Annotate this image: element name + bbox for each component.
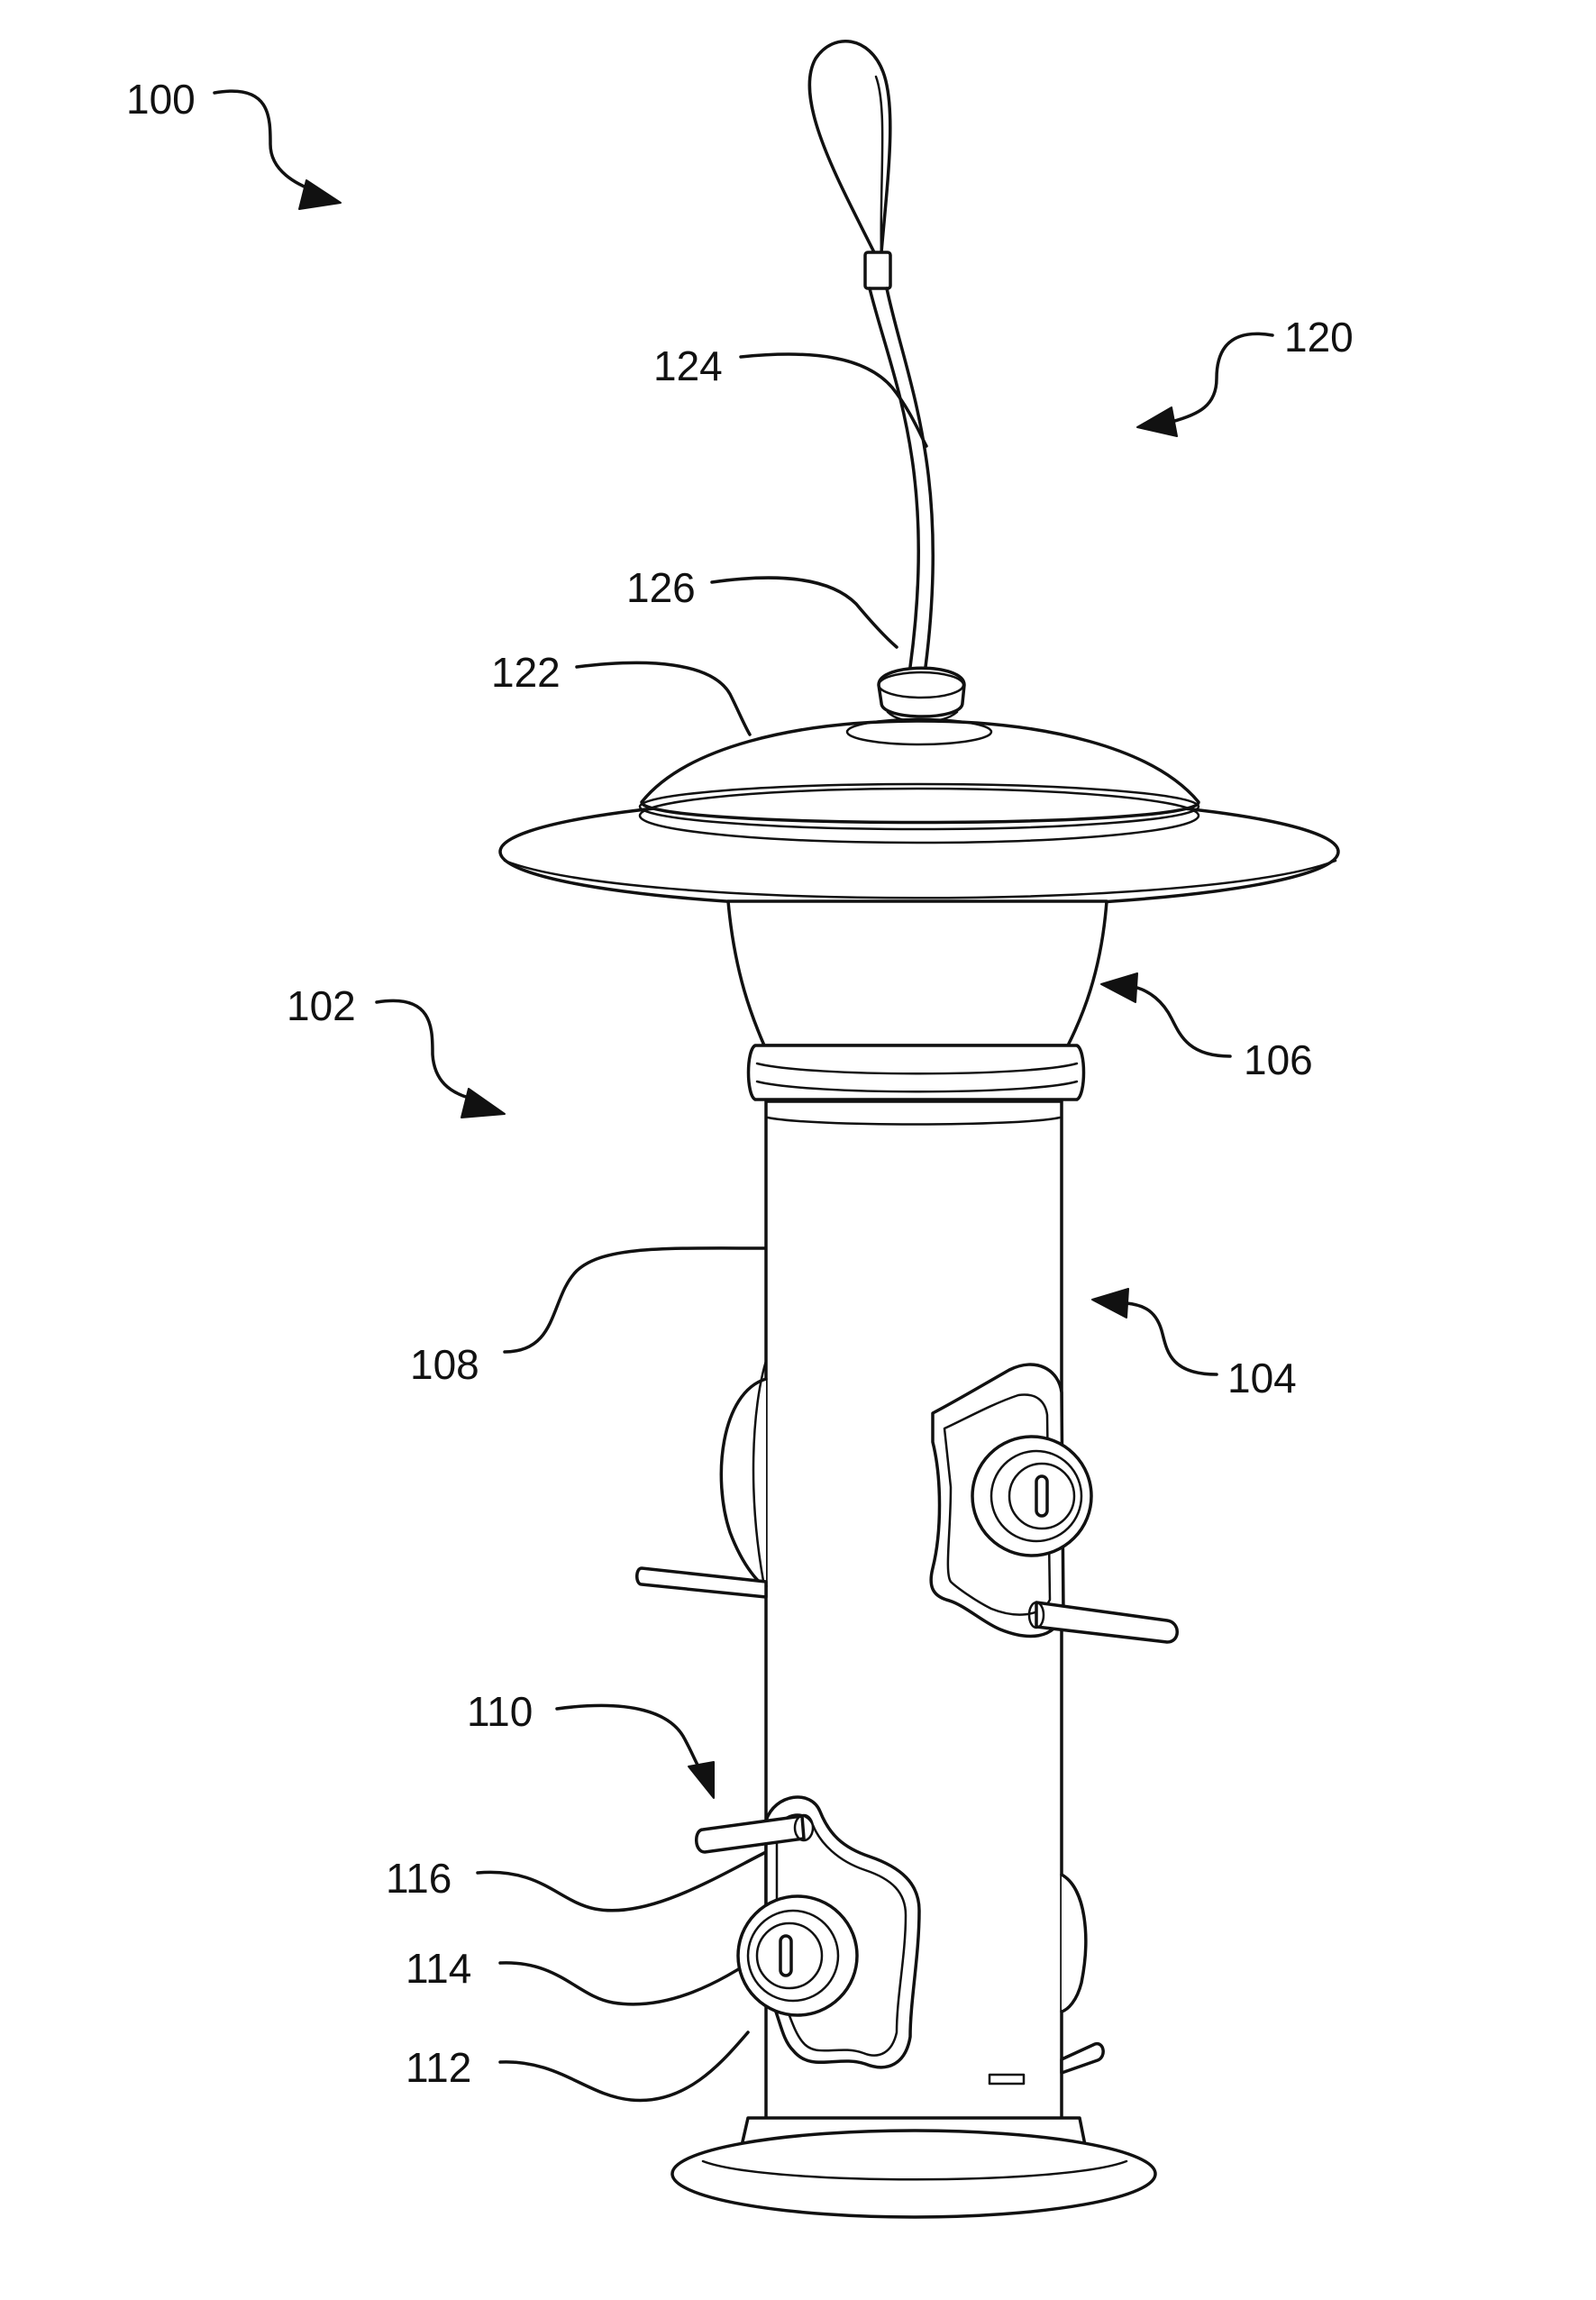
label-122-group: 122 [491, 649, 750, 735]
base [672, 2118, 1155, 2217]
leader-106 [1137, 988, 1230, 1056]
leader-126 [712, 578, 897, 647]
leader-100 [214, 91, 315, 191]
arrowhead-104 [1092, 1289, 1128, 1318]
leader-104 [1126, 1303, 1217, 1374]
label-110: 110 [467, 1688, 533, 1735]
back-perch-right-rod [1062, 2044, 1103, 2073]
leader-112 [500, 2032, 748, 2101]
label-114-group: 114 [406, 1945, 766, 2004]
label-100: 100 [126, 76, 196, 123]
roof [500, 719, 1338, 908]
arrowhead-120 [1137, 407, 1177, 436]
label-108: 108 [410, 1341, 479, 1388]
arrowhead-110 [689, 1762, 714, 1798]
lower-port-slot [780, 1936, 791, 1976]
label-116-group: 116 [386, 1852, 766, 1911]
label-100-group: 100 [126, 76, 341, 209]
label-124: 124 [653, 342, 723, 389]
label-126-group: 126 [626, 564, 897, 647]
back-perch-left-rod [637, 1568, 766, 1597]
upper-port [931, 1364, 1091, 1636]
collar-bowl [728, 901, 1107, 1045]
label-112-group: 112 [406, 2032, 748, 2101]
roof-dome [642, 721, 1199, 823]
label-116: 116 [386, 1855, 451, 1902]
base-tray [672, 2131, 1155, 2217]
back-port-left [721, 1361, 766, 1595]
upper-port-slot [1036, 1476, 1047, 1516]
arrowhead-106 [1101, 973, 1137, 1002]
top-collar [728, 901, 1107, 1100]
label-106-group: 106 [1101, 973, 1313, 1083]
leader-116 [478, 1852, 766, 1911]
leader-120 [1172, 333, 1272, 422]
back-perch-right [1062, 2044, 1103, 2073]
label-104: 104 [1227, 1355, 1297, 1401]
leader-124 [741, 354, 926, 446]
knob [879, 668, 964, 722]
back-perch-left [637, 1568, 766, 1597]
label-102-group: 102 [287, 982, 505, 1118]
label-112: 112 [406, 2044, 471, 2091]
back-port-right [1062, 1875, 1086, 2012]
arrowhead-100 [299, 180, 341, 209]
leader-108 [505, 1248, 766, 1352]
label-114: 114 [406, 1945, 471, 1992]
hanger-loop [809, 41, 890, 252]
label-120-group: 120 [1137, 314, 1354, 436]
label-106: 106 [1244, 1036, 1313, 1083]
label-124-group: 124 [653, 342, 926, 446]
label-126: 126 [626, 564, 696, 611]
hanger-assembly [809, 41, 933, 667]
hanger-wire-edge [887, 288, 933, 667]
arrowhead-102 [461, 1089, 505, 1118]
hanger-crimp [865, 252, 890, 288]
back-port-right-shield [1062, 1875, 1086, 2012]
leader-110 [557, 1705, 699, 1768]
hanger-loop-inner [876, 77, 882, 257]
label-104-group: 104 [1092, 1289, 1297, 1401]
hanger-wire [870, 288, 918, 667]
leader-122 [577, 662, 750, 735]
label-122: 122 [491, 649, 561, 696]
label-120: 120 [1284, 314, 1354, 361]
label-102-text: 102 [287, 982, 356, 1029]
label-108-group: 108 [410, 1248, 766, 1388]
leader-114 [500, 1951, 766, 2004]
leader-102 [377, 1000, 469, 1098]
label-110-group: 110 [467, 1688, 714, 1798]
